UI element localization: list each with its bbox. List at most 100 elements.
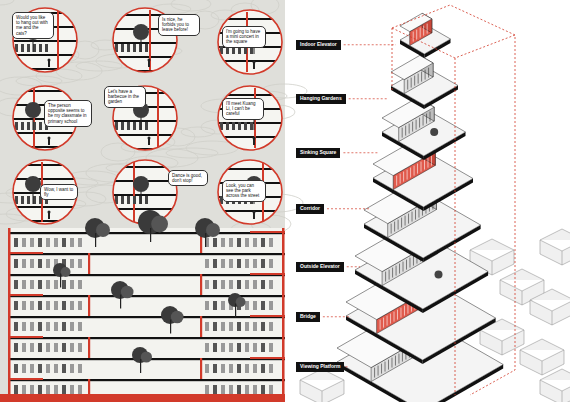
window-band [237,364,241,373]
window-band [46,301,50,310]
floor-level [391,55,458,109]
floor-slab [8,379,285,381]
red-partition [88,337,90,358]
floor-slab [105,194,185,196]
window-mullion [418,208,419,218]
window-band [62,343,66,352]
floor-slab [5,68,85,70]
dialogue-text: Is nice, he forbids you to leave before! [162,17,196,33]
window-band [78,238,82,247]
window-mullion [383,318,384,328]
window-mullion [403,262,404,272]
window-mullion [407,304,408,314]
window-mark [238,122,241,130]
tree-crown [25,102,41,118]
component-label: Hanging Gardens [296,94,346,104]
red-partition [200,274,202,295]
vignette-scene [210,12,290,76]
speech-bubble: I'm going to have a mini concert in the … [222,26,266,48]
window-mullion [421,72,422,82]
window-band [261,259,265,268]
window-band [253,238,257,247]
window-band [261,364,265,373]
window-mullion [427,24,428,34]
window-band [70,301,74,310]
window-mark [127,122,130,130]
dialogue-text: Let's have a barbecue in the garden [108,89,142,105]
window-mark [127,44,130,52]
window-band [46,385,50,394]
window-band [30,364,34,373]
window-mullion [402,352,403,362]
window-band [38,280,42,289]
window-band [253,259,257,268]
window-band [261,238,265,247]
window-band [253,364,257,373]
window-band [22,385,26,394]
label-text: Sinking Square [300,150,336,156]
ground-band [0,394,285,402]
window-band [237,385,241,394]
window-mullion [387,316,388,326]
tree-trunk [140,359,141,373]
label-text: Outside Elevator [300,264,340,270]
window-mullion [416,30,417,40]
window-mark [133,44,136,52]
window-mullion [427,158,428,168]
tree-crown [133,176,149,192]
tree-crown [96,223,110,237]
window-band [205,280,209,289]
cloud-mark [166,148,218,158]
window-mullion [409,124,410,134]
tree-crown [133,24,149,40]
window-band [205,385,209,394]
window-mullion [394,222,395,232]
window-mullion [380,320,381,330]
floor-slab [105,42,185,44]
leader-line [349,98,387,99]
tree-crown [171,311,184,324]
window-band [14,301,18,310]
window-band [22,259,26,268]
vignette-outline [218,160,282,224]
window-band [269,259,273,268]
speech-bubble: Wow, I want to fly [40,184,78,200]
window-mark [39,44,42,52]
window-band [38,301,42,310]
context-block [540,229,570,265]
tree-trunk [235,304,236,318]
window-band [54,280,58,289]
dialogue-text: Wow, I want to fly [44,187,74,197]
red-bounding-volume [392,5,515,395]
floor-slab [5,146,85,148]
window-band [253,322,257,331]
floor-slab [5,40,85,42]
window-band [261,301,265,310]
window-mullion [378,366,379,376]
speech-bubble: I'll meet Kuang Li, I can't be careful [222,98,264,120]
tree-crown [206,223,220,237]
window-mullion [402,128,403,138]
floor-slab [210,18,290,20]
window-band [62,301,66,310]
window-mullion [414,76,415,86]
cloud-texture [0,0,307,248]
floor-slab [210,168,290,170]
floor-slab [8,337,285,339]
dialogue-text: Look, you can see the park across the st… [226,183,262,199]
red-wall [149,10,151,70]
window-band [30,343,34,352]
window-band [261,385,265,394]
person-body [253,139,255,145]
window-mark [21,122,24,130]
window-mullion [412,122,413,132]
window-band [14,343,18,352]
window-mullion [405,216,406,226]
window-band [213,259,217,268]
vignette-circle [210,10,290,76]
window-mark [27,44,30,52]
window-band [261,322,265,331]
tree-crown [435,271,443,279]
window-mullion [391,358,392,368]
window-mullion [403,172,404,182]
